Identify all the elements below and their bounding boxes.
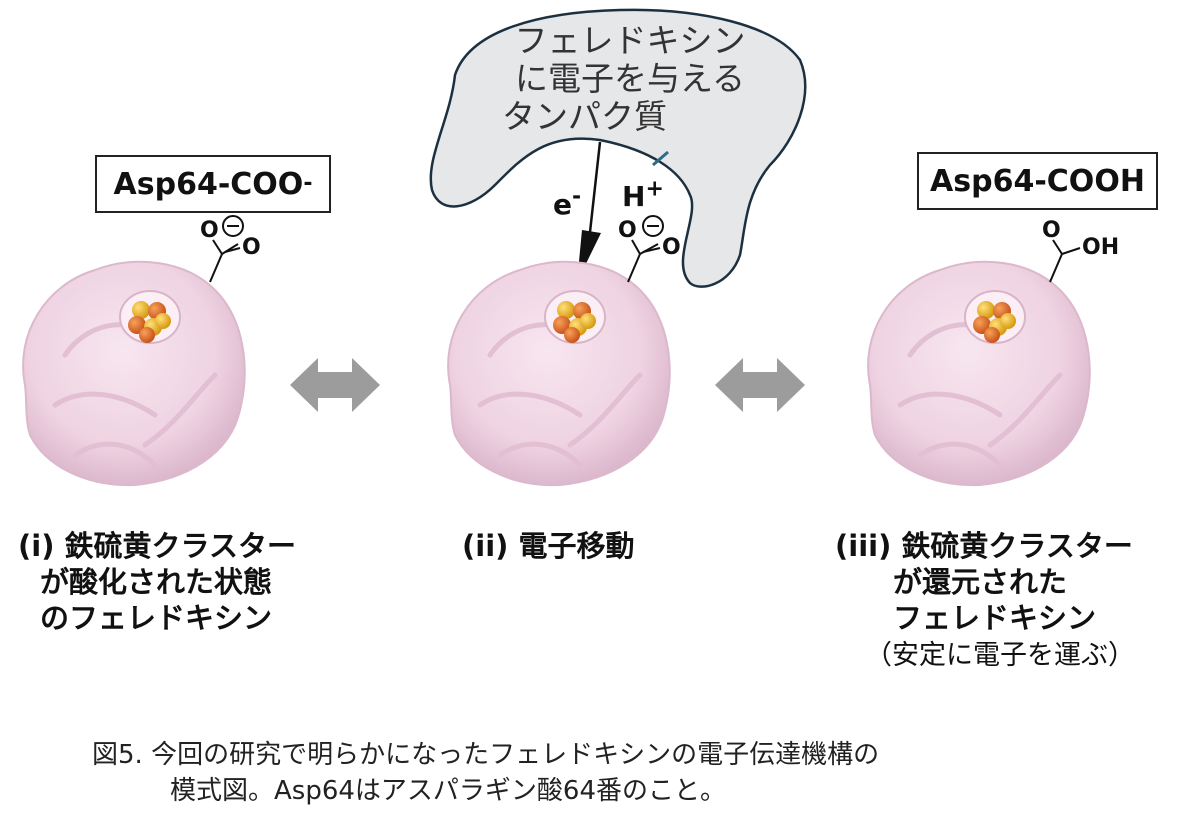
- carboxylate-ii: [627, 215, 664, 283]
- carboxylate-i: [209, 215, 244, 283]
- panel-i-line-1: (i) 鉄硫黄クラスター: [18, 529, 296, 563]
- electron-letter: e: [553, 188, 572, 221]
- proton-letter: H: [622, 180, 646, 213]
- figure-caption: 図5. 今回の研究で明らかになったフェレドキシンの電子伝達機構の 模式図。Asp…: [92, 737, 1182, 809]
- ferredoxin-ii: [447, 260, 671, 487]
- panel-iii-line-1: (iii) 鉄硫黄クラスター: [835, 529, 1133, 563]
- panel-i-line-2: が酸化された状態: [40, 565, 273, 599]
- proton-transfer-tick: [652, 150, 669, 167]
- double-arrow-right: [715, 358, 805, 412]
- donor-line-2: に電子を与える: [514, 59, 745, 98]
- panel-iii-line-2: が還元された: [893, 565, 1068, 599]
- figure-caption-line-1: 図5. 今回の研究で明らかになったフェレドキシンの電子伝達機構の: [92, 740, 880, 770]
- label-asp64-cooh: Asp64-COOH: [917, 152, 1158, 210]
- ferredoxin-i: [22, 260, 246, 487]
- label-asp64-cooh-text: Asp64-COOH: [930, 163, 1145, 199]
- donor-line-3: タンパク質: [502, 97, 667, 136]
- ferredoxin-iii: [867, 260, 1091, 487]
- label-asp64-coo-text: Asp64-COO: [113, 166, 304, 202]
- atom-o-iii-top: O: [1042, 218, 1061, 243]
- proton-label: H+: [622, 176, 664, 213]
- panel-iii-line-3: フェレドキシン: [893, 601, 1097, 635]
- atom-o-i-top: O: [200, 218, 219, 243]
- atom-o-ii-right: O: [662, 235, 681, 260]
- panel-iii-caption: (iii) 鉄硫黄クラスター が還元された フェレドキシン （安定に電子を運ぶ）: [835, 528, 1185, 674]
- carboxyl-iii: [1049, 239, 1081, 283]
- atom-oh-iii: OH: [1082, 235, 1120, 260]
- proton-charge: +: [645, 176, 664, 202]
- donor-line-1: フェレドキシン: [514, 21, 746, 60]
- panel-ii-caption: (ii) 電子移動: [462, 528, 722, 564]
- label-asp64-coo-minus: Asp64-COO-: [95, 155, 331, 213]
- donor-protein-shape: [429, 8, 807, 288]
- atom-o-ii-top: O: [618, 218, 637, 243]
- panel-ii-line-1: (ii) 電子移動: [462, 529, 635, 563]
- panel-iii-note: （安定に電子を運ぶ）: [865, 640, 1135, 671]
- electron-label: e-: [553, 184, 582, 221]
- donor-protein-label: フェレドキシン に電子を与える タンパク質: [480, 22, 780, 136]
- panel-i-caption: (i) 鉄硫黄クラスター が酸化された状態 のフェレドキシン: [18, 528, 338, 636]
- panel-i-line-3: のフェレドキシン: [40, 601, 273, 635]
- figure-caption-line-2: 模式図。Asp64はアスパラギン酸64番のこと。: [170, 776, 727, 806]
- atom-o-i-right: O: [242, 235, 261, 260]
- double-arrow-left: [290, 358, 380, 412]
- electron-charge: -: [572, 184, 582, 210]
